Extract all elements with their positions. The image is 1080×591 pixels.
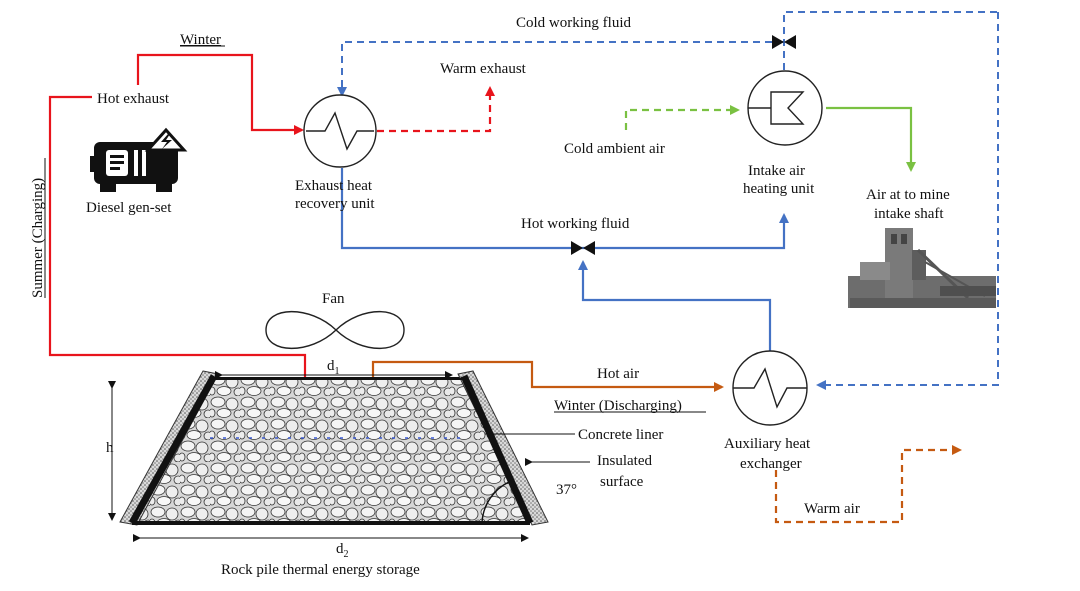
aux-label-1: Auxiliary heat <box>724 436 811 452</box>
insulated-label-2: surface <box>600 474 644 490</box>
fan-label: Fan <box>322 291 345 307</box>
angle-label: 37° <box>556 482 577 498</box>
concrete-liner-left <box>128 374 218 525</box>
hot-air-label: Hot air <box>597 366 639 382</box>
aux-label-2: exchanger <box>740 456 802 472</box>
exhaust-heat-recovery-unit[interactable] <box>303 94 377 168</box>
cold-fluid-to-exhaust-line <box>337 41 784 97</box>
mine-air-line <box>826 106 916 172</box>
concrete-liner-right <box>460 374 534 525</box>
warm-exhaust-line <box>377 86 495 133</box>
concrete-liner-label: Concrete liner <box>578 427 663 443</box>
intake-label-2: heating unit <box>743 181 815 197</box>
cold-fluid-line <box>816 12 999 390</box>
warm-exhaust-label: Warm exhaust <box>440 61 527 77</box>
winter-discharging-label: Winter (Discharging) <box>554 398 682 414</box>
mine-label-1: Air at to mine <box>866 187 950 203</box>
d1-label: d1 <box>327 358 340 377</box>
intake-air-heating-unit[interactable] <box>747 70 823 146</box>
storage-title: Rock pile thermal energy storage <box>221 562 420 578</box>
summer-charging-label: Summer (Charging) <box>30 178 46 298</box>
rock-pile-storage <box>119 370 549 526</box>
hot-fluid-label: Hot working fluid <box>521 216 630 232</box>
valve-icon[interactable] <box>772 35 796 49</box>
winter-exhaust-line <box>136 53 304 135</box>
insulated-label-1: Insulated <box>597 453 652 469</box>
diesel-generator-icon <box>90 127 188 192</box>
intake-label-1: Intake air <box>748 163 805 179</box>
cold-ambient-line <box>624 105 740 130</box>
cold-ambient-label: Cold ambient air <box>564 141 665 157</box>
d2-label: d2 <box>336 541 349 560</box>
hot-fluid-line <box>340 168 789 250</box>
exhaust-unit-label-2: recovery unit <box>295 196 375 212</box>
warm-air-line <box>774 445 962 524</box>
cold-fluid-label: Cold working fluid <box>516 15 631 31</box>
mine-headframe-icon <box>848 228 996 308</box>
auxiliary-heat-exchanger[interactable] <box>732 350 808 426</box>
mine-label-2: intake shaft <box>874 206 944 222</box>
diesel-genset-label: Diesel gen-set <box>86 200 172 216</box>
cold-fluid-top-line <box>783 11 998 70</box>
fan-icon <box>265 311 405 349</box>
h-label: h <box>106 440 114 456</box>
hot-fluid-return-line <box>578 260 772 352</box>
exhaust-unit-label-1: Exhaust heat <box>295 178 373 194</box>
hot-exhaust-label: Hot exhaust <box>97 91 170 107</box>
winter-label: Winter <box>180 32 221 48</box>
valve-icon[interactable] <box>571 241 595 255</box>
warm-air-label: Warm air <box>804 501 860 517</box>
